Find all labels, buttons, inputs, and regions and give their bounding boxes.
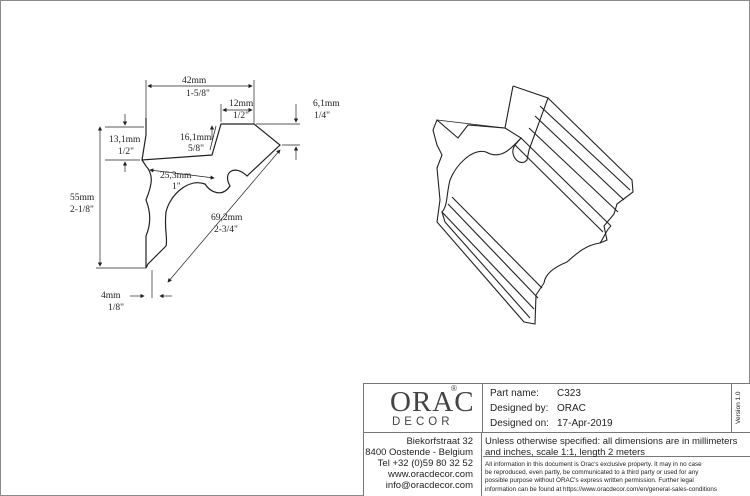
designed-by-label: Designed by: <box>490 403 549 414</box>
dim-diagonal-mm: 69,2mm <box>211 213 243 223</box>
dim-topflat-in: 1/2" <box>233 111 249 121</box>
address-phone: Tel +32 (0)59 80 32 52 <box>377 458 473 469</box>
dim-upper-height-mm: 13,1mm <box>109 135 141 145</box>
designed-by-row: Designed by: ORAC <box>490 403 586 414</box>
dim-diagonal-in: 2-3/4" <box>214 225 238 235</box>
part-info: Part name: C323 Designed by: ORAC Designed… <box>483 384 731 433</box>
title-block: ORAC ® DECOR Biekorfstraat 32 8400 Ooste… <box>363 383 750 496</box>
logo-subtitle: DECOR <box>392 416 454 428</box>
designed-on-value: 17-Apr-2019 <box>557 418 613 429</box>
dim-width-in: 1-5/8" <box>186 89 210 99</box>
legal-line-1: All information in this document is Orac… <box>485 461 702 468</box>
isometric-view <box>432 85 634 325</box>
dim-inner-depth-in: 5/8" <box>188 144 204 154</box>
legal-line-3: possible purpose without ORAC's express … <box>485 477 694 485</box>
dimension-lines <box>96 80 300 299</box>
dim-inner-width-in: 1" <box>172 182 181 192</box>
spec-line-2: and inches, scale 1:1, length 2 meters <box>485 447 646 458</box>
spec-line-1: Unless otherwise specified: all dimensio… <box>485 436 738 447</box>
address-website: www.oracdecor.com <box>387 469 473 480</box>
part-name-row: Part name: C323 <box>490 388 581 399</box>
address-city: 8400 Oostende - Belgium <box>365 447 473 458</box>
specification-note: Unless otherwise specified: all dimensio… <box>483 433 750 458</box>
dim-foot-mm: 4mm <box>101 291 121 301</box>
legal-line-4: information can be found at https://www.… <box>485 485 718 493</box>
dim-inner-depth-mm: 16,1mm <box>180 133 212 143</box>
dim-foot-in: 1/8" <box>108 303 124 313</box>
designed-on-row: Designed on: 17-Apr-2019 <box>490 418 613 429</box>
company-address: Biekorfstraat 32 8400 Oostende - Belgium… <box>364 433 482 496</box>
dim-width-mm: 42mm <box>182 76 207 86</box>
dimension-labels: 42mm 1-5/8" 12mm 1/2" 6,1mm 1/4" 13,1mm … <box>70 76 340 313</box>
logo-wordmark: ORAC <box>390 386 475 418</box>
address-street: Biekorfstraat 32 <box>406 436 473 447</box>
dim-upper-height-in: 1/2" <box>118 147 134 157</box>
legal-notice: All information in this document is Orac… <box>483 458 750 496</box>
part-name-value: C323 <box>557 388 581 399</box>
dim-drop-in: 1/4" <box>314 111 330 121</box>
address-email: info@oracdecor.com <box>385 480 473 491</box>
dim-height-mm: 55mm <box>70 193 95 203</box>
version-label: Version 1.0 <box>735 391 742 424</box>
designed-by-value: ORAC <box>557 403 586 414</box>
designed-on-label: Designed on: <box>490 418 549 429</box>
part-name-label: Part name: <box>490 388 539 399</box>
dim-inner-width-mm: 25,3mm <box>160 171 192 181</box>
dim-height-in: 2-1/8" <box>70 205 94 215</box>
legal-line-2: be reproduced, even partly, be communica… <box>485 469 699 477</box>
dim-topflat-mm: 12mm <box>229 99 254 109</box>
version-cell: Version 1.0 <box>731 384 750 433</box>
registered-mark: ® <box>451 384 457 393</box>
logo-cell: ORAC ® DECOR <box>364 384 483 433</box>
dim-drop-mm: 6,1mm <box>313 99 340 109</box>
